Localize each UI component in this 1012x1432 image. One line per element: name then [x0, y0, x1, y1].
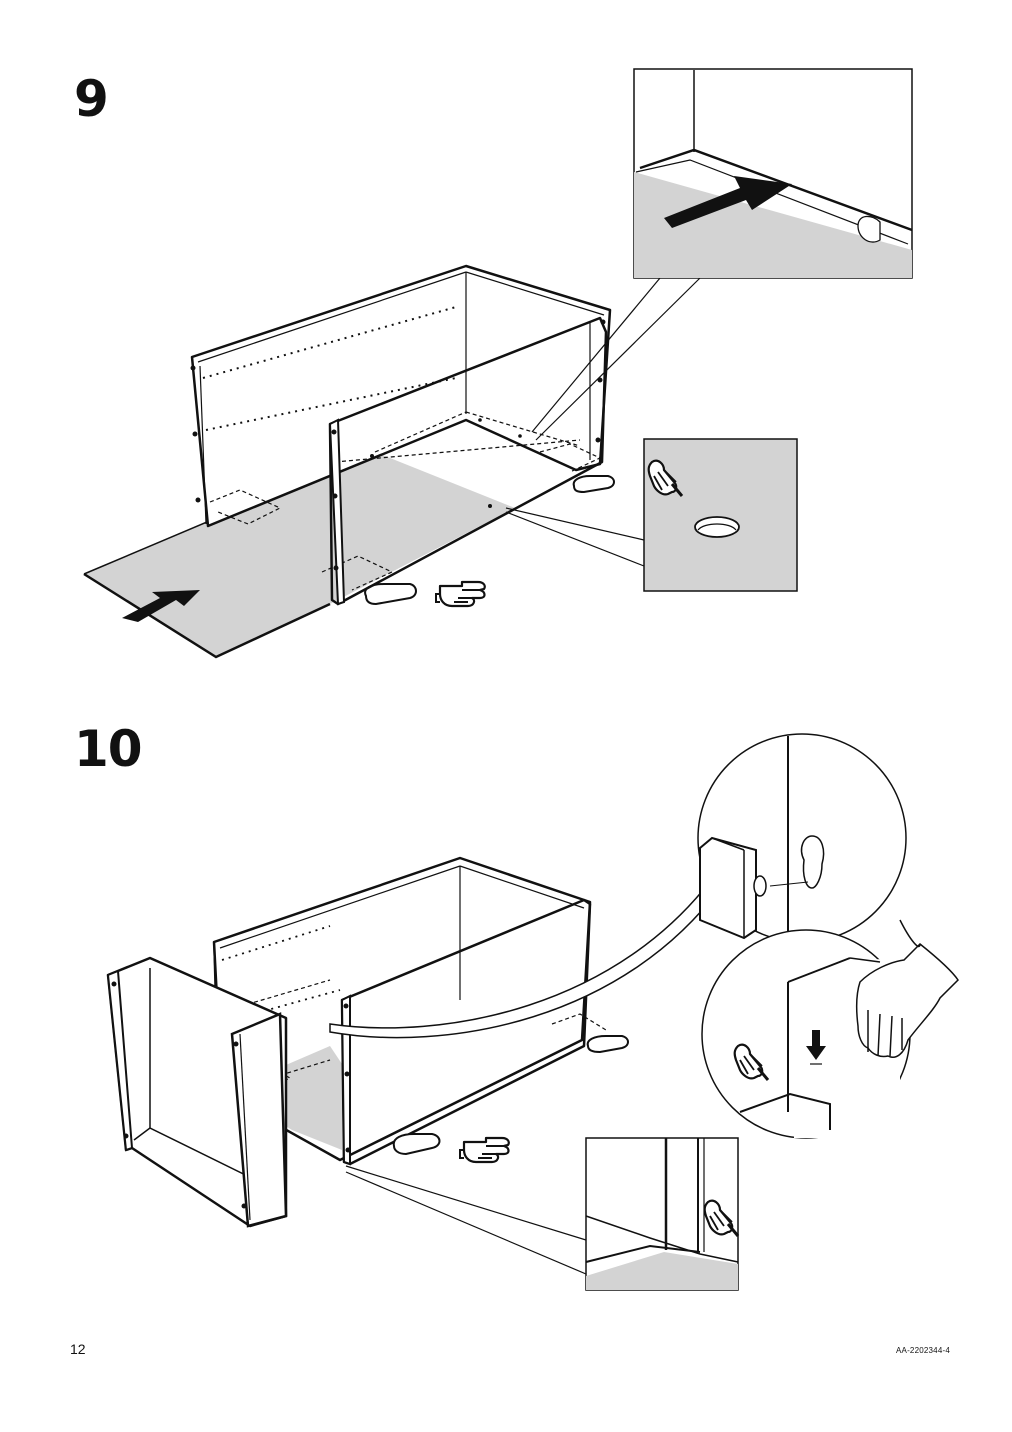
page-number: 12: [70, 1341, 86, 1357]
hand-icon: [855, 919, 959, 1058]
detail-arrow-icon: [664, 176, 792, 228]
push-arrow-icon: [122, 590, 200, 622]
step-10-number: 10: [74, 720, 143, 778]
step-10-illustration: [106, 733, 959, 1291]
pointing-hand-icon: [458, 1136, 510, 1164]
step-9-illustration: [83, 68, 913, 659]
detail-zoom-top: [531, 68, 913, 441]
front-side-panel: [328, 316, 608, 606]
down-arrow-icon: [806, 1030, 826, 1060]
step-9-number: 9: [74, 70, 109, 128]
detail-circle-press: [701, 919, 959, 1139]
side-panel-loose: [106, 956, 288, 1228]
document-code: AA-2202344-4: [896, 1346, 950, 1355]
detail-circle-keyhole: [697, 733, 907, 943]
front-panel: [340, 898, 592, 1166]
detail-zoom-corner: [345, 1137, 740, 1291]
detail-zoom-hole: [505, 438, 798, 592]
